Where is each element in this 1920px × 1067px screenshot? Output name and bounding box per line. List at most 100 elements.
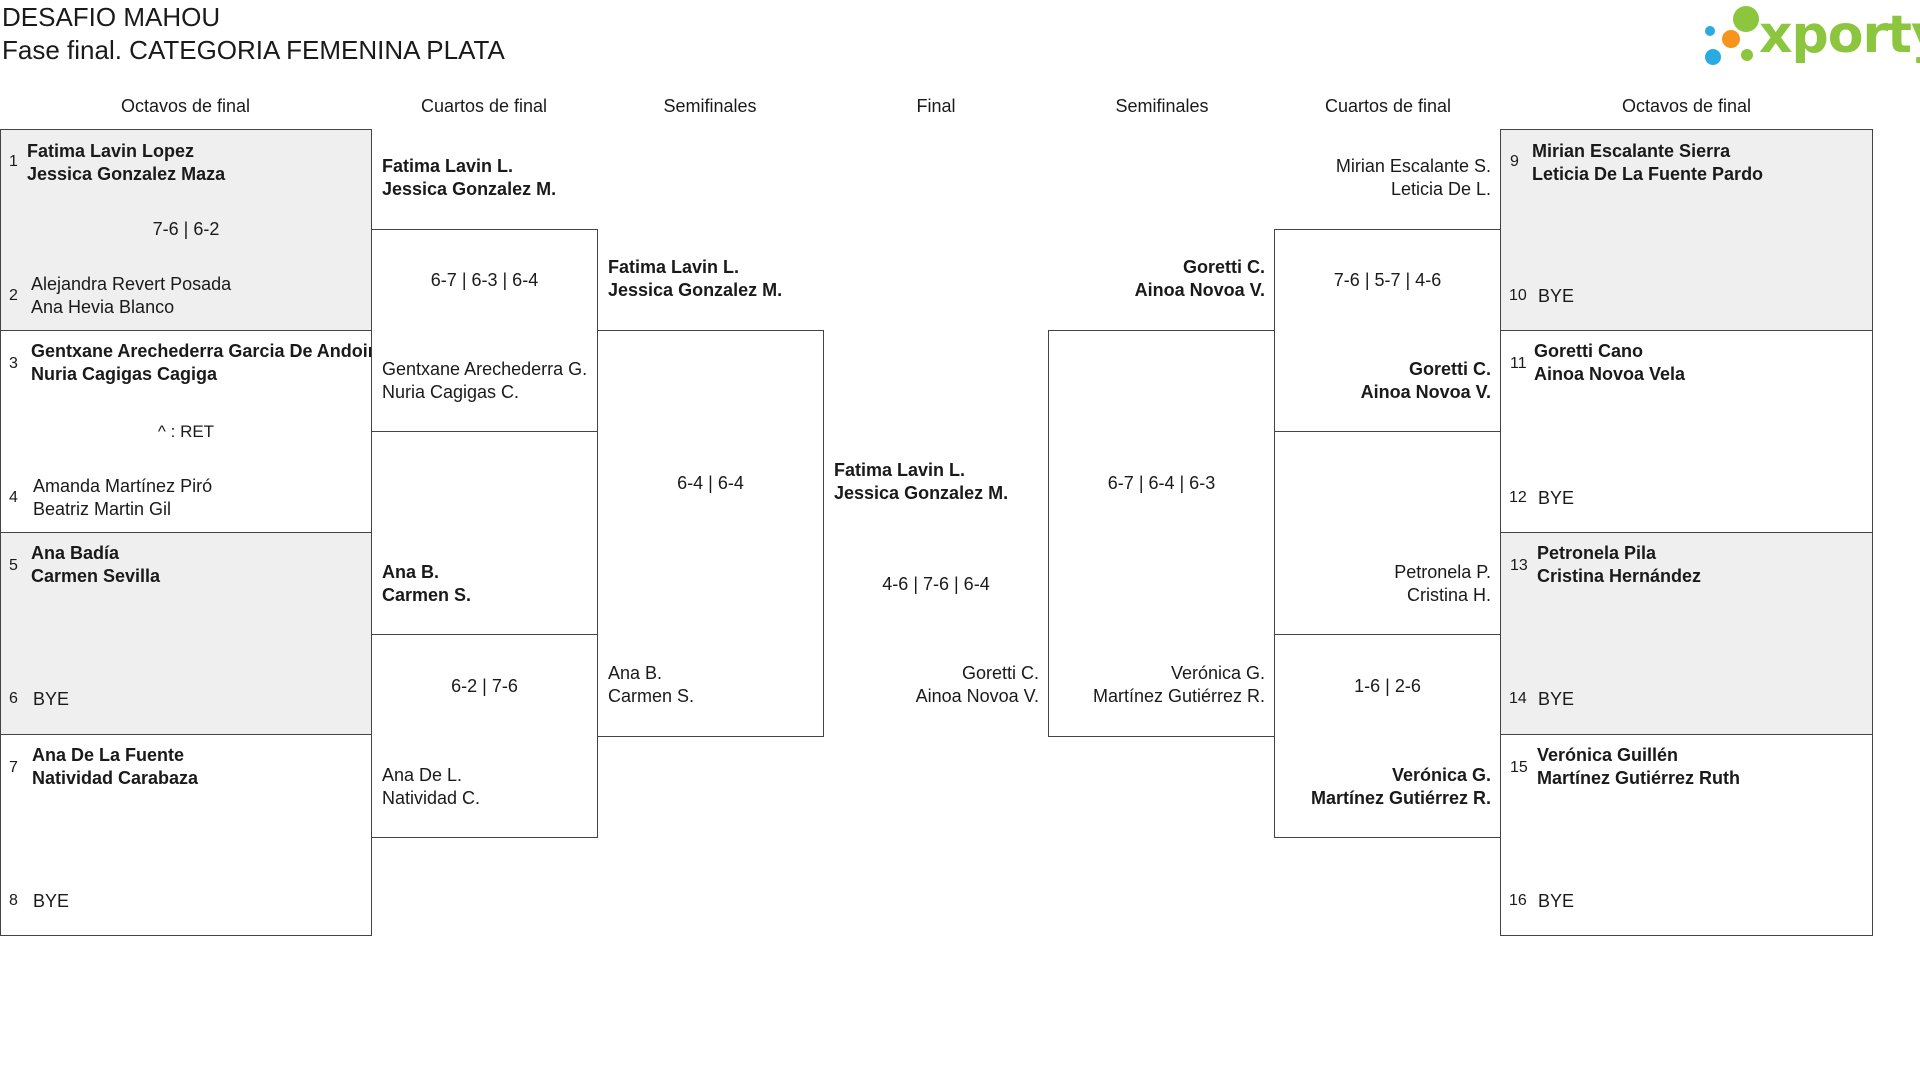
player-name: Ana Hevia Blanco (31, 297, 175, 317)
logo-dot-green (1733, 6, 1759, 32)
player-name: Leticia De L. (1390, 179, 1491, 199)
seed-number: 3 (9, 355, 18, 372)
player-name: Martínez Gutiérrez R. (1310, 788, 1491, 808)
match-score: 1-6 | 2-6 (1354, 676, 1421, 696)
player-name: Goretti C. (1182, 257, 1265, 277)
tournament-title: DESAFIO MAHOU (2, 2, 221, 32)
player-name: Cristina Hernández (1537, 566, 1702, 586)
match-score: 6-4 | 6-4 (677, 473, 744, 493)
finalist-name: Fatima Lavin L. (834, 460, 966, 480)
bye-label: BYE (1538, 689, 1575, 709)
seed-number: 11 (1510, 355, 1527, 372)
player-name: Ana De La Fuente (32, 745, 185, 765)
player-name: Petronela P. (1394, 562, 1491, 582)
sf-left-match (597, 330, 824, 737)
player-name: Fatima Lavin L. (382, 156, 514, 176)
seed-number: 14 (1509, 690, 1527, 707)
player-name: Cristina H. (1406, 585, 1491, 605)
player-name: Jessica Gonzalez M. (382, 179, 557, 199)
player-name: Petronela Pila (1537, 543, 1657, 563)
finalist-name: Ainoa Novoa V. (915, 686, 1039, 706)
bye-label: BYE (33, 891, 70, 911)
player-name: Martínez Gutiérrez Ruth (1537, 768, 1741, 788)
player-name: Jessica Gonzalez Maza (27, 164, 226, 184)
player-name: Nuria Cagigas C. (382, 382, 520, 402)
r16-left-match-1 (0, 129, 372, 331)
xporty-logo: xporty (1697, 4, 1920, 70)
player-name: Natividad Carabaza (32, 768, 199, 788)
player-name: Beatriz Martin Gil (33, 499, 172, 519)
seed-number: 7 (9, 759, 18, 776)
col-header-sf-right: Semifinales (1115, 96, 1209, 116)
player-name: Ana B. (382, 562, 440, 582)
player-name: Goretti Cano (1534, 341, 1644, 361)
seed-number: 4 (9, 489, 18, 506)
seed-number: 2 (9, 287, 18, 304)
match-score: ^ : RET (157, 422, 215, 441)
player-name: Natividad C. (382, 788, 481, 808)
bye-label: BYE (1538, 488, 1575, 508)
player-name: Carmen S. (608, 686, 695, 706)
player-name: Mirian Escalante S. (1335, 156, 1491, 176)
col-header-r16-left: Octavos de final (120, 96, 251, 116)
player-name: Verónica G. (1170, 663, 1265, 683)
bye-label: BYE (1538, 891, 1575, 911)
player-name: Ana B. (608, 663, 663, 683)
player-name: Nuria Cagigas Cagiga (31, 364, 218, 384)
player-name: Martínez Gutiérrez R. (1092, 686, 1265, 706)
r16-right-match-1 (1500, 129, 1873, 331)
seed-number: 8 (9, 892, 18, 909)
match-score: 6-7 | 6-4 | 6-3 (1107, 473, 1216, 493)
logo-dot-orange (1722, 30, 1740, 48)
player-name: Ainoa Novoa V. (1134, 280, 1265, 300)
col-header-qf-right: Cuartos de final (1324, 96, 1452, 116)
logo-dot-green-small (1741, 49, 1753, 61)
logo-dot-blue (1705, 49, 1721, 65)
finalist-name: Goretti C. (961, 663, 1039, 683)
seed-number: 13 (1510, 557, 1528, 574)
player-name: Goretti C. (1408, 359, 1491, 379)
match-score: 7-6 | 6-2 (152, 219, 220, 239)
finalist-name: Jessica Gonzalez M. (834, 483, 1009, 503)
player-name: Fatima Lavin Lopez (27, 141, 195, 161)
player-name: Gentxane Arechederra Garcia De Andoin (31, 341, 371, 361)
logo-text: xporty (1759, 5, 1920, 65)
player-name: Jessica Gonzalez M. (608, 280, 783, 300)
col-header-qf-left: Cuartos de final (420, 96, 548, 116)
col-header-r16-right: Octavos de final (1621, 96, 1752, 116)
seed-number: 16 (1509, 892, 1527, 909)
r16-left-match-3 (0, 532, 372, 735)
player-name: Carmen Sevilla (31, 566, 161, 586)
col-header-final: Final (916, 96, 956, 116)
seed-number: 9 (1510, 153, 1519, 170)
logo-dot-blue-small (1705, 26, 1715, 36)
seed-number: 12 (1509, 489, 1527, 506)
seed-number: 15 (1510, 759, 1528, 776)
player-name: Ainoa Novoa V. (1360, 382, 1491, 402)
player-name: Verónica G. (1391, 765, 1491, 785)
player-name: Amanda Martínez Piró (33, 476, 213, 496)
player-name: Fatima Lavin L. (608, 257, 740, 277)
match-score: 7-6 | 5-7 | 4-6 (1333, 270, 1442, 290)
bye-label: BYE (1538, 286, 1575, 306)
player-name: Carmen S. (382, 585, 472, 605)
player-name: Ana Badía (31, 543, 120, 563)
seed-number: 10 (1509, 287, 1527, 304)
bye-label: BYE (33, 689, 70, 709)
player-name: Mirian Escalante Sierra (1532, 141, 1731, 161)
final-score: 4-6 | 7-6 | 6-4 (882, 574, 990, 594)
col-header-sf-left: Semifinales (663, 96, 757, 116)
sf-right-match (1048, 330, 1275, 737)
seed-number: 1 (9, 153, 18, 170)
seed-number: 6 (9, 690, 18, 707)
seed-number: 5 (9, 557, 18, 574)
category-subtitle: Fase final. CATEGORIA FEMENINA PLATA (2, 35, 505, 65)
player-name: Alejandra Revert Posada (31, 274, 232, 294)
player-name: Ana De L. (382, 765, 463, 785)
player-name: Verónica Guillén (1537, 745, 1679, 765)
match-score: 6-7 | 6-3 | 6-4 (430, 270, 539, 290)
player-name: Leticia De La Fuente Pardo (1532, 164, 1764, 184)
player-name: Gentxane Arechederra G. (382, 359, 588, 379)
match-score: 6-2 | 7-6 (451, 676, 518, 696)
r16-right-match-4 (1500, 734, 1873, 936)
